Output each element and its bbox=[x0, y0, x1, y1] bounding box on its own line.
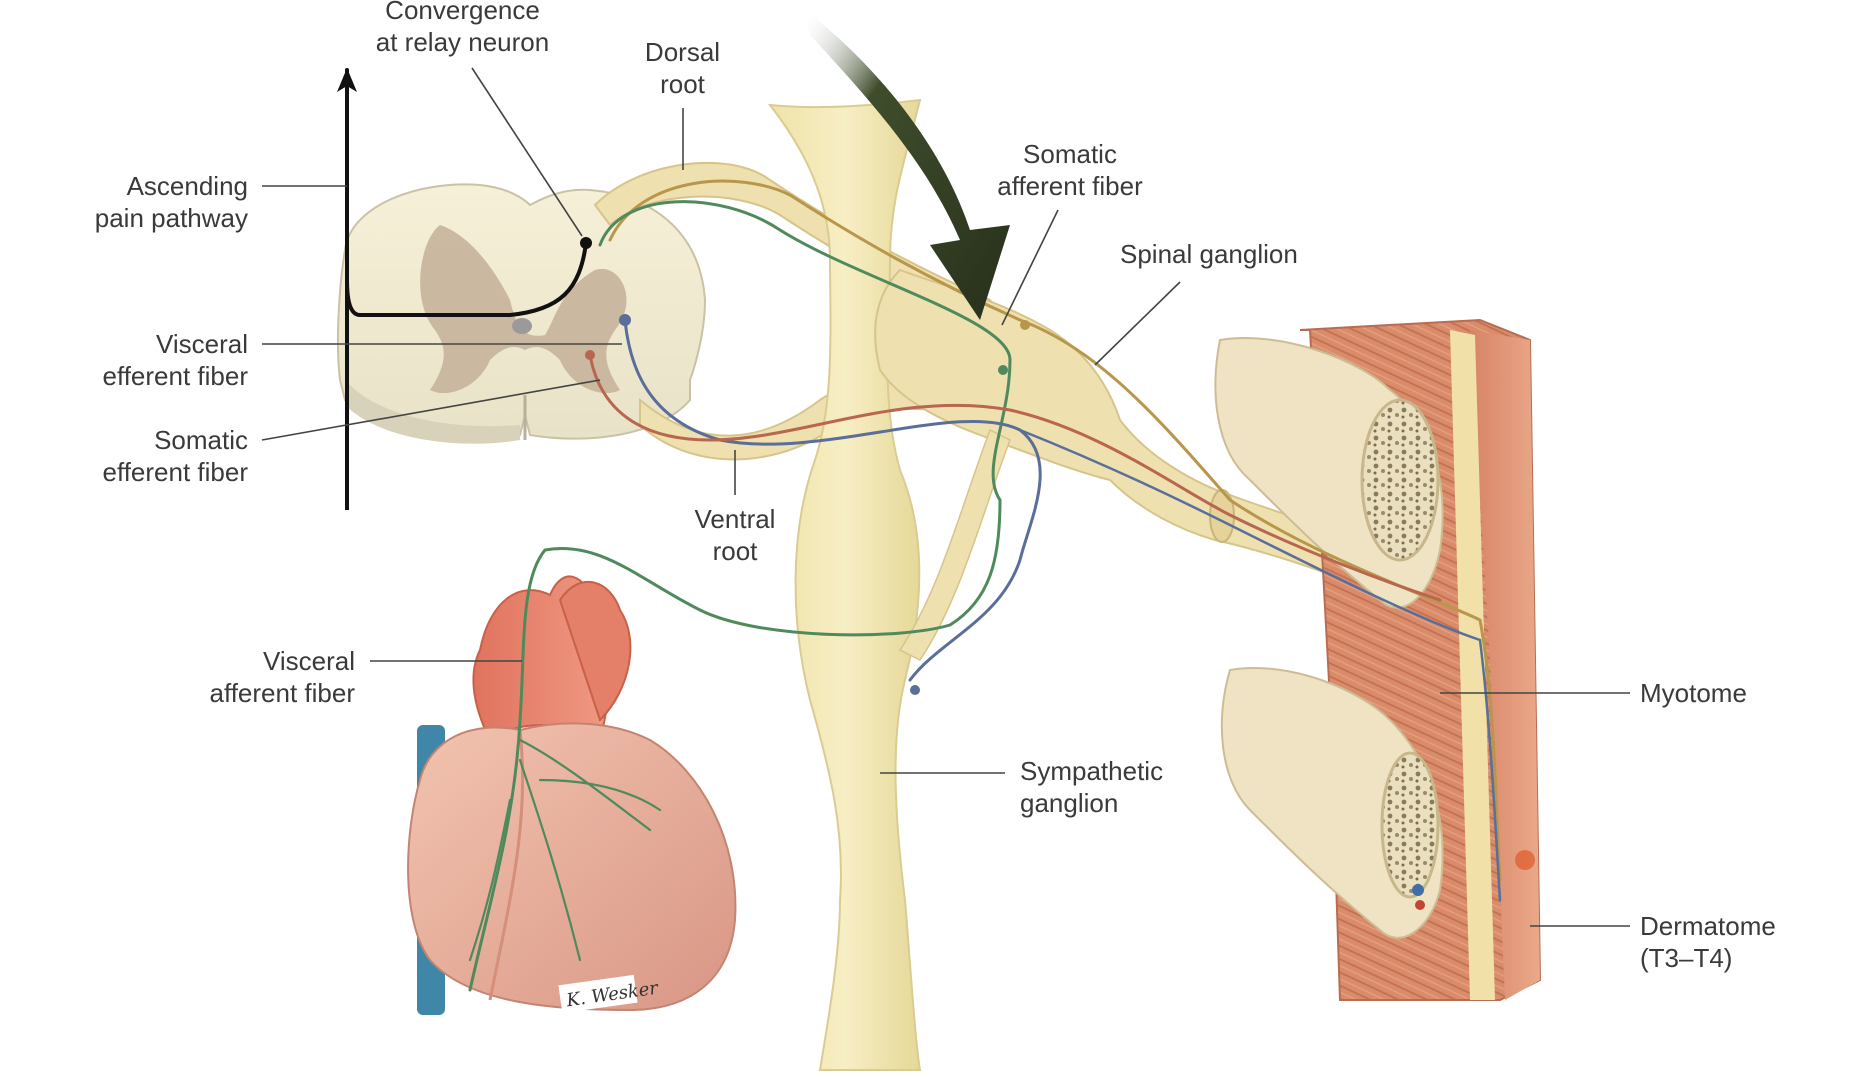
somatic-afferent-fiber-line bbox=[608, 179, 1502, 882]
referred-pain-arrow bbox=[805, 10, 1010, 320]
ascending-arrow-head bbox=[337, 68, 357, 92]
visceral-efferent-neuron-dot bbox=[619, 314, 631, 326]
label-spinal-ganglion: Spinal ganglion bbox=[1120, 239, 1298, 269]
ganglion-neuron-dot bbox=[1020, 320, 1030, 330]
visceral-afferent-fiber-line bbox=[468, 200, 1012, 992]
visceral-efferent-fiber-line bbox=[623, 318, 1042, 682]
nerve-fibers bbox=[345, 68, 1502, 992]
somatic-efferent-fiber-line bbox=[588, 353, 1442, 602]
neuron-markers bbox=[580, 237, 1030, 695]
leader-lines bbox=[261, 67, 1630, 927]
somatic-efferent-neuron-dot bbox=[585, 350, 595, 360]
heart-illustration: K. Wesker bbox=[407, 575, 737, 1015]
body-wall-section bbox=[1214, 318, 1542, 1001]
sympathetic-trunk bbox=[767, 98, 922, 1071]
label-dermatome: Dermatome(T3–T4) bbox=[1640, 911, 1776, 973]
label-myotome: Myotome bbox=[1640, 678, 1747, 708]
relay-neuron-dot bbox=[580, 237, 592, 249]
